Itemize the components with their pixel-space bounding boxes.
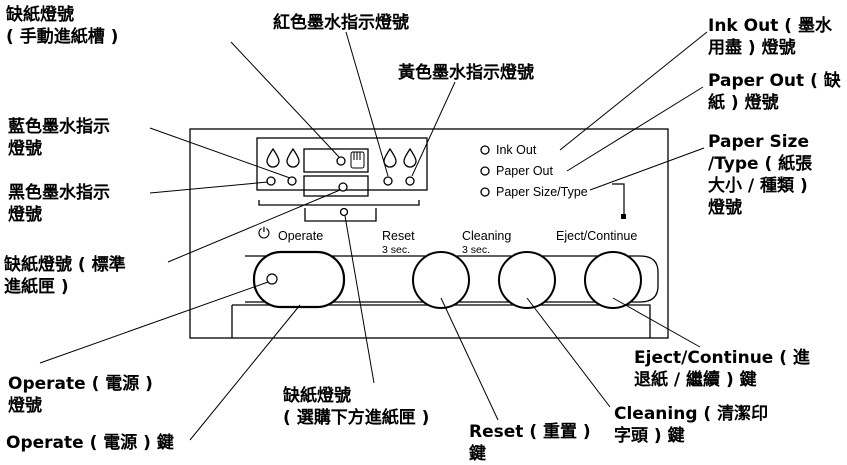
callout-paper-out-lower: 缺紙燈號 ( 選購下方進紙匣 ): [283, 386, 430, 428]
led-blue-ink: [287, 176, 297, 186]
led-lower-feed: [339, 207, 349, 217]
led-paper-out: [480, 166, 490, 176]
reset-button: [412, 251, 470, 309]
led-black-ink: [266, 176, 276, 186]
leader-operate-button: [189, 304, 301, 441]
callout-reset-button: Reset ( 重置 ) 鍵: [469, 422, 591, 464]
panel-inner-edge: [231, 304, 651, 338]
callout-yellow-ink: 黃色墨水指示燈號: [398, 63, 534, 83]
callout-red-ink: 紅色墨水指示燈號: [273, 13, 409, 33]
leader-operate-light: [39, 281, 269, 364]
callout-operate-button: Operate ( 電源 ) 鍵: [6, 433, 174, 453]
standard-feed-box: [303, 175, 369, 197]
ink-drop-icon: [266, 147, 417, 168]
led-ink-out: [480, 145, 490, 155]
leader-lower-feed: [344, 215, 375, 384]
led-operate: [266, 273, 278, 285]
leader-blue-ink: [149, 127, 291, 179]
callout-paper-out: Paper Out ( 缺 紙 ) 燈號: [708, 71, 841, 113]
leader-red-ink: [345, 31, 389, 177]
callout-paper-size-type: Paper Size /Type ( 紙張 大小 / 種類 ) 燈號: [708, 132, 813, 218]
leader-black-ink: [149, 181, 269, 194]
led-red-ink: [383, 176, 393, 186]
leader-manual-feed: [230, 41, 340, 158]
paper-out-label: Paper Out: [496, 164, 553, 178]
led-manual-feed: [336, 156, 346, 166]
cleaning-hold-label: 3 sec.: [462, 244, 491, 256]
manual-feed-hand-icon: [350, 151, 365, 169]
cleaning-button: [498, 251, 556, 309]
manual-feed-box: [303, 148, 369, 173]
callout-paper-out-manual: 缺紙燈號 ( 手動進紙槽 ): [6, 5, 119, 47]
leader-standard-feed: [167, 189, 341, 263]
leader-eject: [612, 297, 701, 348]
led-standard-feed: [338, 182, 348, 192]
callout-operate-light: Operate ( 電源 ) 燈號: [8, 374, 153, 416]
leader-paper-size: [589, 147, 705, 191]
paper-size-label: Paper Size/Type: [496, 185, 588, 199]
panel-outline: [189, 128, 669, 339]
eject-continue-button: [584, 251, 642, 309]
reset-hold-label: 3 sec.: [382, 244, 411, 256]
button-strip: [245, 255, 659, 303]
eject-continue-label: Eject/Continue: [556, 229, 638, 243]
paper-size-bracket: [612, 183, 625, 218]
leader-paper-out: [566, 86, 704, 172]
callout-eject-button: Eject/Continue ( 進 退紙 / 繼續 ) 鍵: [634, 348, 810, 390]
power-icon: ⏻: [258, 225, 270, 242]
leader-reset: [440, 297, 499, 421]
leader-yellow-ink: [411, 81, 456, 177]
cleaning-label: Cleaning: [462, 229, 512, 243]
leader-ink-out: [559, 31, 708, 151]
ink-out-label: Ink Out: [496, 143, 537, 157]
leader-cleaning: [526, 297, 611, 408]
callout-blue-ink: 藍色墨水指示 燈號: [8, 117, 110, 159]
callout-black-ink: 黑色墨水指示 燈號: [8, 183, 110, 225]
reset-label: Reset: [382, 229, 415, 243]
operate-label: Operate: [278, 229, 324, 243]
callout-paper-out-standard: 缺紙燈號 ( 標準 進紙匣 ): [4, 255, 126, 297]
led-yellow-ink: [405, 176, 415, 186]
cluster-bracket: [258, 200, 420, 206]
lower-feed-bracket: [304, 208, 377, 222]
callout-cleaning-button: Cleaning ( 清潔印 字頭 ) 鍵: [614, 404, 769, 446]
led-paper-size: [480, 187, 490, 197]
callout-ink-out: Ink Out ( 墨水 用盡 ) 燈號: [708, 16, 832, 58]
